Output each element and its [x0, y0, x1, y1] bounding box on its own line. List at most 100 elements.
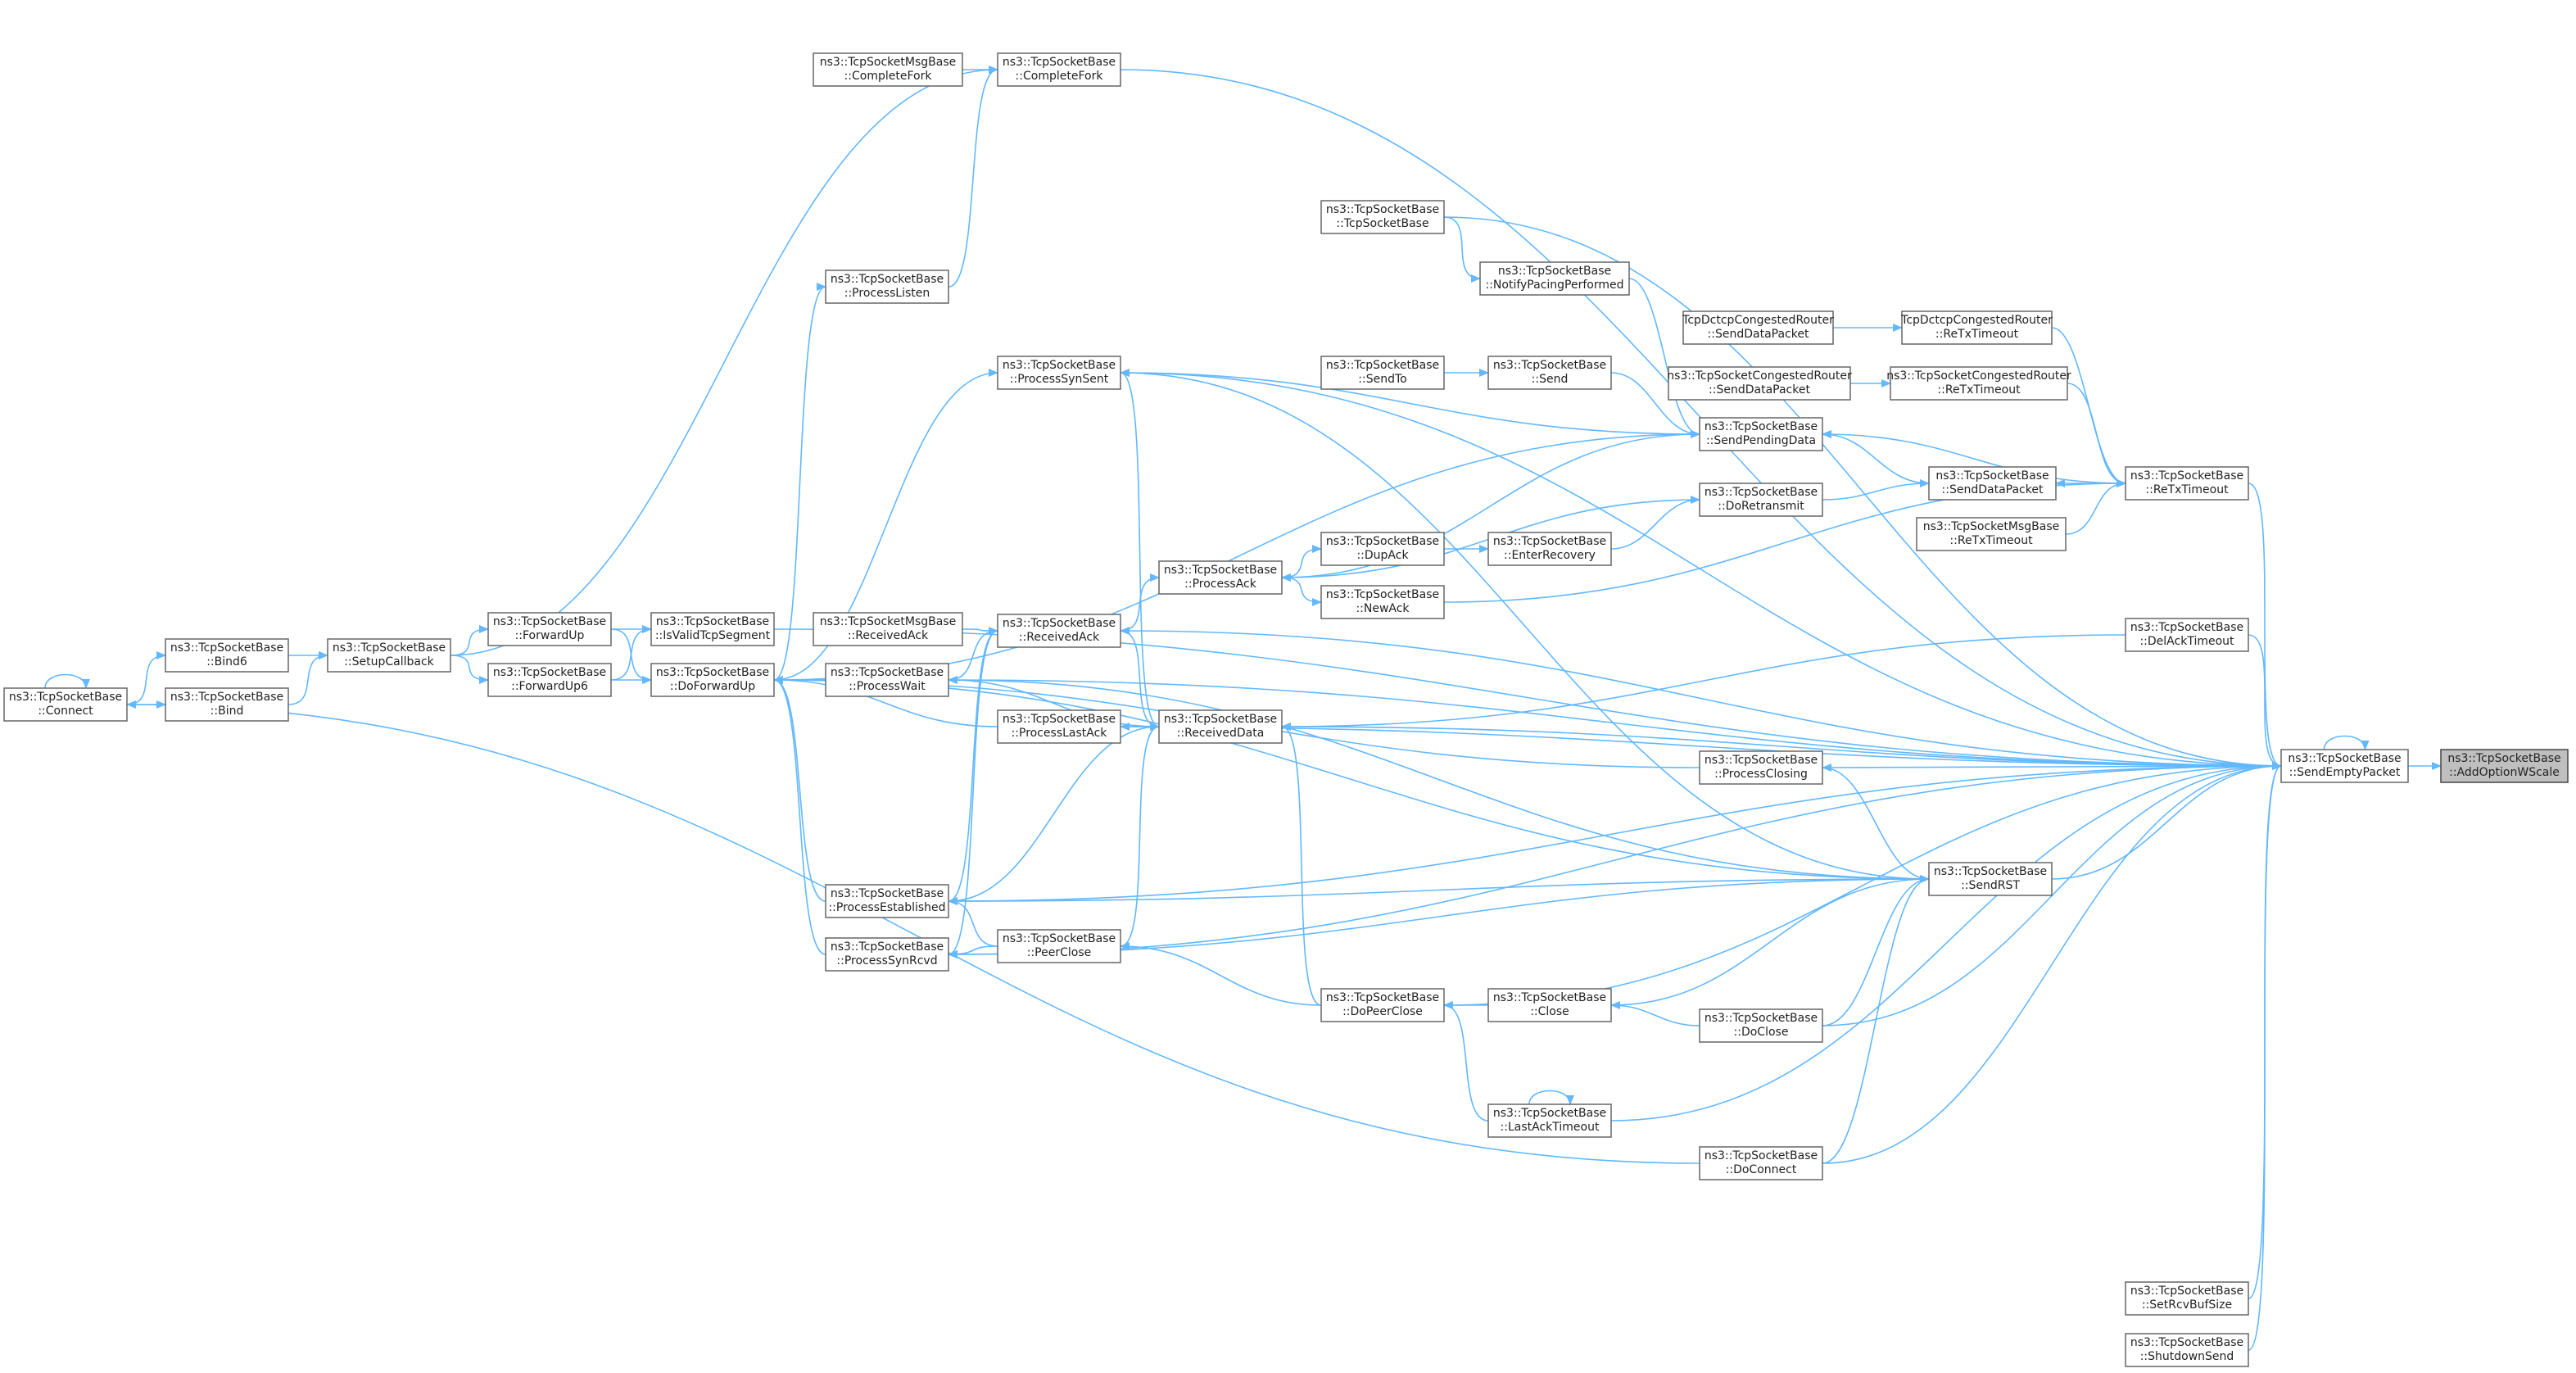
node-method-label: ::ForwardUp6	[511, 680, 588, 693]
node-send[interactable]: ns3::TcpSocketBase::Send	[1487, 356, 1612, 390]
node-bind6[interactable]: ns3::TcpSocketBase::Bind6	[165, 638, 289, 673]
node-setupcallback[interactable]: ns3::TcpSocketBase::SetupCallback	[327, 638, 451, 673]
node-namespace-label: ns3::TcpSocketBase	[1003, 617, 1116, 630]
node-box	[825, 937, 949, 972]
node-namespace-label: ns3::TcpSocketBase	[1003, 932, 1116, 945]
node-box	[2125, 466, 2249, 501]
node-processlisten[interactable]: ns3::TcpSocketBase::ProcessListen	[825, 270, 949, 304]
edge-processclosing-to-sendemptypacket	[1822, 762, 2282, 771]
edge-peerclose-to-processestablished	[948, 897, 998, 947]
node-sendto[interactable]: ns3::TcpSocketBase::SendTo	[1320, 356, 1445, 390]
node-senddatapacket[interactable]: ns3::TcpSocketBase::SendDataPacket	[1928, 466, 2057, 501]
node-namespace-label: ns3::TcpSocketBase	[656, 666, 769, 679]
node-isvalidtcpsegment[interactable]: ns3::TcpSocketBase::IsValidTcpSegment	[650, 612, 775, 646]
node-msgreceivedack[interactable]: ns3::TcpSocketMsgBase::ReceivedAck	[813, 612, 963, 646]
node-method-label: ::TcpSocketBase	[1336, 217, 1428, 230]
node-box	[1158, 560, 1283, 595]
node-doretransmit[interactable]: ns3::TcpSocketBase::DoRetransmit	[1699, 483, 1823, 517]
node-processsynsent[interactable]: ns3::TcpSocketBase::ProcessSynSent	[997, 356, 1121, 390]
node-method-label: ::SendDataPacket	[1708, 328, 1809, 341]
node-msgretxtimeout[interactable]: ns3::TcpSocketMsgBase::ReTxTimeout	[1916, 517, 2067, 551]
node-namespace-label: ns3::TcpSocketBase	[1326, 991, 1439, 1004]
node-forwardup[interactable]: ns3::TcpSocketBase::ForwardUp	[487, 612, 612, 646]
node-processlastack[interactable]: ns3::TcpSocketBase::ProcessLastAck	[997, 709, 1121, 744]
node-tcpsocketbase[interactable]: ns3::TcpSocketBase::TcpSocketBase	[1320, 200, 1445, 234]
edge-setupcallback-to-completefork	[450, 66, 998, 656]
node-shutdownsend[interactable]: ns3::TcpSocketBase::ShutdownSend	[2125, 1333, 2249, 1367]
node-method-label: ::IsValidTcpSegment	[655, 629, 771, 642]
node-doconnect[interactable]: ns3::TcpSocketBase::DoConnect	[1699, 1146, 1823, 1180]
node-retxtimeout[interactable]: ns3::TcpSocketBase::ReTxTimeout	[2125, 466, 2249, 501]
node-method-label: ::ProcessEstablished	[828, 901, 945, 914]
node-method-label: ::ForwardUp	[515, 629, 585, 642]
node-sendrst[interactable]: ns3::TcpSocketBase::SendRST	[1928, 862, 2053, 896]
node-processclosing[interactable]: ns3::TcpSocketBase::ProcessClosing	[1699, 750, 1823, 785]
node-notifypacingperformed[interactable]: ns3::TcpSocketBase::NotifyPacingPerforme…	[1479, 261, 1630, 296]
edge-msgretxtimeout-to-retxtimeout	[2065, 479, 2126, 535]
edge-sendemptypacket-to-sendemptypacket	[2323, 735, 2370, 750]
node-delacktimeout[interactable]: ns3::TcpSocketBase::DelAckTimeout	[2125, 618, 2249, 652]
node-processack[interactable]: ns3::TcpSocketBase::ProcessAck	[1158, 560, 1283, 595]
node-namespace-label: ns3::TcpSocketBase	[1934, 865, 2047, 878]
node-newack[interactable]: ns3::TcpSocketBase::NewAck	[1320, 585, 1445, 619]
node-namespace-label: ns3::TcpSocketBase	[2130, 469, 2243, 483]
node-method-label: ::Close	[1530, 1005, 1569, 1018]
edge-processack-to-dupack	[1281, 545, 1322, 578]
node-congretxtimeout[interactable]: ns3::TcpSocketCongestedRouter::ReTxTimeo…	[1886, 366, 2071, 401]
node-namespace-label: ns3::TcpSocketBase	[2447, 752, 2560, 765]
node-close[interactable]: ns3::TcpSocketBase::Close	[1487, 988, 1612, 1022]
node-processsynrcvd[interactable]: ns3::TcpSocketBase::ProcessSynRcvd	[825, 937, 949, 972]
node-completefork[interactable]: ns3::TcpSocketBase::CompleteFork	[997, 52, 1121, 87]
node-method-label: ::SetupCallback	[344, 655, 434, 668]
edge-processsynsent-to-sendemptypacket	[1120, 372, 2282, 770]
node-box	[1699, 1008, 1823, 1043]
node-namespace-label: ns3::TcpSocketBase	[170, 691, 283, 704]
edge-doretransmit-to-senddatapacket	[1822, 479, 1930, 501]
node-dctcpsenddatapacket[interactable]: TcpDctcpCongestedRouter::SendDataPacket	[1682, 310, 1834, 345]
node-namespace-label: TcpDctcpCongestedRouter	[1682, 314, 1834, 327]
node-namespace-label: ns3::TcpSocketMsgBase	[1923, 520, 2059, 533]
node-box	[825, 270, 949, 304]
node-sendpendingdata[interactable]: ns3::TcpSocketBase::SendPendingData	[1699, 417, 1823, 451]
node-enterrecovery[interactable]: ns3::TcpSocketBase::EnterRecovery	[1487, 532, 1612, 566]
edge-processestablished-to-doforwardup	[773, 676, 826, 902]
edge-sendrst-to-sendemptypacket	[2051, 762, 2282, 880]
node-peerclose[interactable]: ns3::TcpSocketBase::PeerClose	[997, 929, 1121, 963]
node-connect[interactable]: ns3::TcpSocketBase::Connect	[3, 687, 128, 722]
node-lastacktimeout[interactable]: ns3::TcpSocketBase::LastAckTimeout	[1487, 1103, 1612, 1138]
node-method-label: ::ReceivedAck	[1019, 631, 1100, 644]
edge-delacktimeout-to-receiveddata	[1281, 634, 2126, 731]
edge-setupcallback-to-forwardup	[450, 625, 489, 656]
node-box	[2280, 749, 2409, 783]
node-addoptionwscale[interactable]: ns3::TcpSocketBase::AddOptionWScale	[2440, 749, 2569, 783]
edge-send-to-sendpendingdata	[1610, 372, 1700, 438]
node-sendemptypacket[interactable]: ns3::TcpSocketBase::SendEmptyPacket	[2280, 749, 2409, 783]
edge-dopeerclose-to-receiveddata	[1281, 723, 1322, 1006]
node-receivedack[interactable]: ns3::TcpSocketBase::ReceivedAck	[997, 614, 1121, 648]
node-completefork-msg[interactable]: ns3::TcpSocketMsgBase::CompleteFork	[813, 52, 963, 87]
node-doforwardup[interactable]: ns3::TcpSocketBase::DoForwardUp	[650, 663, 775, 697]
edge-connect-to-connect	[44, 673, 90, 689]
edge-delacktimeout-to-sendemptypacket	[2248, 634, 2282, 770]
node-box	[997, 709, 1121, 744]
node-box	[1890, 366, 2068, 401]
node-namespace-label: ns3::TcpSocketBase	[1493, 991, 1606, 1004]
edge-tcpsocketbase-to-notifypacingperformed	[1443, 216, 1481, 283]
node-bind[interactable]: ns3::TcpSocketBase::Bind	[165, 687, 289, 722]
node-method-label: ::ReTxTimeout	[1937, 383, 2021, 396]
node-receiveddata[interactable]: ns3::TcpSocketBase::ReceivedData	[1158, 709, 1283, 744]
node-forwardup6[interactable]: ns3::TcpSocketBase::ForwardUp6	[487, 663, 612, 697]
node-processestablished[interactable]: ns3::TcpSocketBase::ProcessEstablished	[825, 884, 949, 918]
node-namespace-label: ns3::TcpSocketBase	[2288, 752, 2401, 765]
node-dopeerclose[interactable]: ns3::TcpSocketBase::DoPeerClose	[1320, 988, 1445, 1022]
node-processwait[interactable]: ns3::TcpSocketBase::ProcessWait	[825, 663, 949, 697]
node-congsenddatapacket[interactable]: ns3::TcpSocketCongestedRouter::SendDataP…	[1667, 366, 1852, 401]
node-setrcvbufsize[interactable]: ns3::TcpSocketBase::SetRcvBufSize	[2125, 1281, 2249, 1316]
node-doclose[interactable]: ns3::TcpSocketBase::DoClose	[1699, 1008, 1823, 1043]
node-method-label: ::ProcessSynRcvd	[836, 954, 937, 967]
node-dupack[interactable]: ns3::TcpSocketBase::DupAck	[1320, 532, 1445, 566]
node-namespace-label: ns3::TcpSocketBase	[1003, 56, 1116, 69]
node-dctcpretxtimeout[interactable]: TcpDctcpCongestedRouter::ReTxTimeout	[1900, 310, 2053, 345]
node-method-label: ::SendDataPacket	[1709, 383, 1810, 396]
